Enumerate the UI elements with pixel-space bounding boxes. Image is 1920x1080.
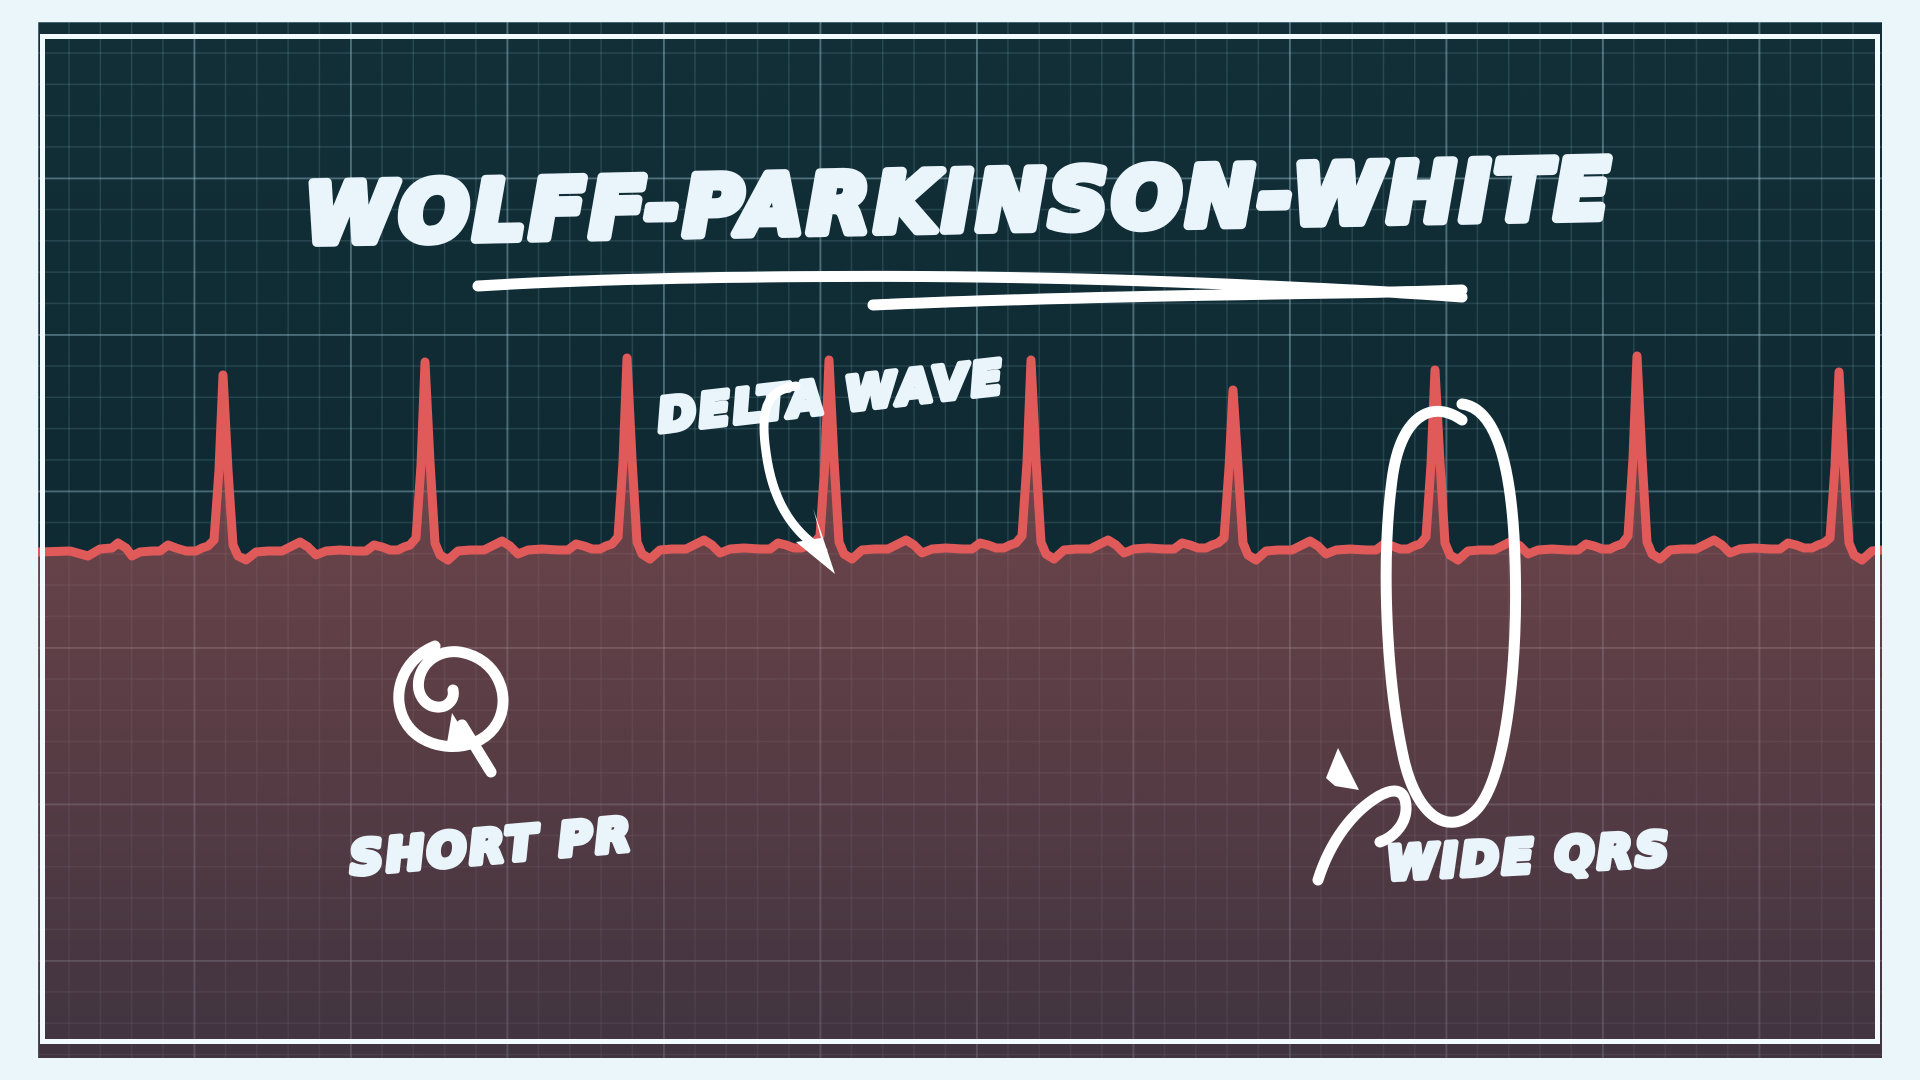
annotation-short-pr: SHORT PR [344, 640, 639, 888]
ecg-trace [38, 351, 1882, 565]
ecg-area-fill [38, 356, 1882, 1058]
delta-wave-label: DELTA WAVE [655, 350, 1008, 443]
short-pr-circle [393, 640, 509, 752]
page-title: WOLFF-PARKINSON-WHITE [304, 142, 1615, 262]
short-pr-arrow-tail [456, 719, 495, 775]
annotation-delta-wave: DELTA WAVE [652, 347, 1011, 574]
wide-qrs-arrow-curve [1312, 785, 1412, 886]
short-pr-label: SHORT PR [347, 807, 635, 886]
wide-qrs-label: WIDE QRS [1385, 822, 1673, 891]
wide-qrs-arrowhead [1326, 748, 1359, 790]
delta-wave-arrow-curve [759, 381, 828, 556]
delta-wave-arrowhead [796, 508, 835, 574]
wide-qrs-ellipse [1380, 398, 1521, 828]
annotation-wide-qrs: WIDE QRS [1312, 398, 1676, 893]
title-underline [472, 270, 1468, 311]
